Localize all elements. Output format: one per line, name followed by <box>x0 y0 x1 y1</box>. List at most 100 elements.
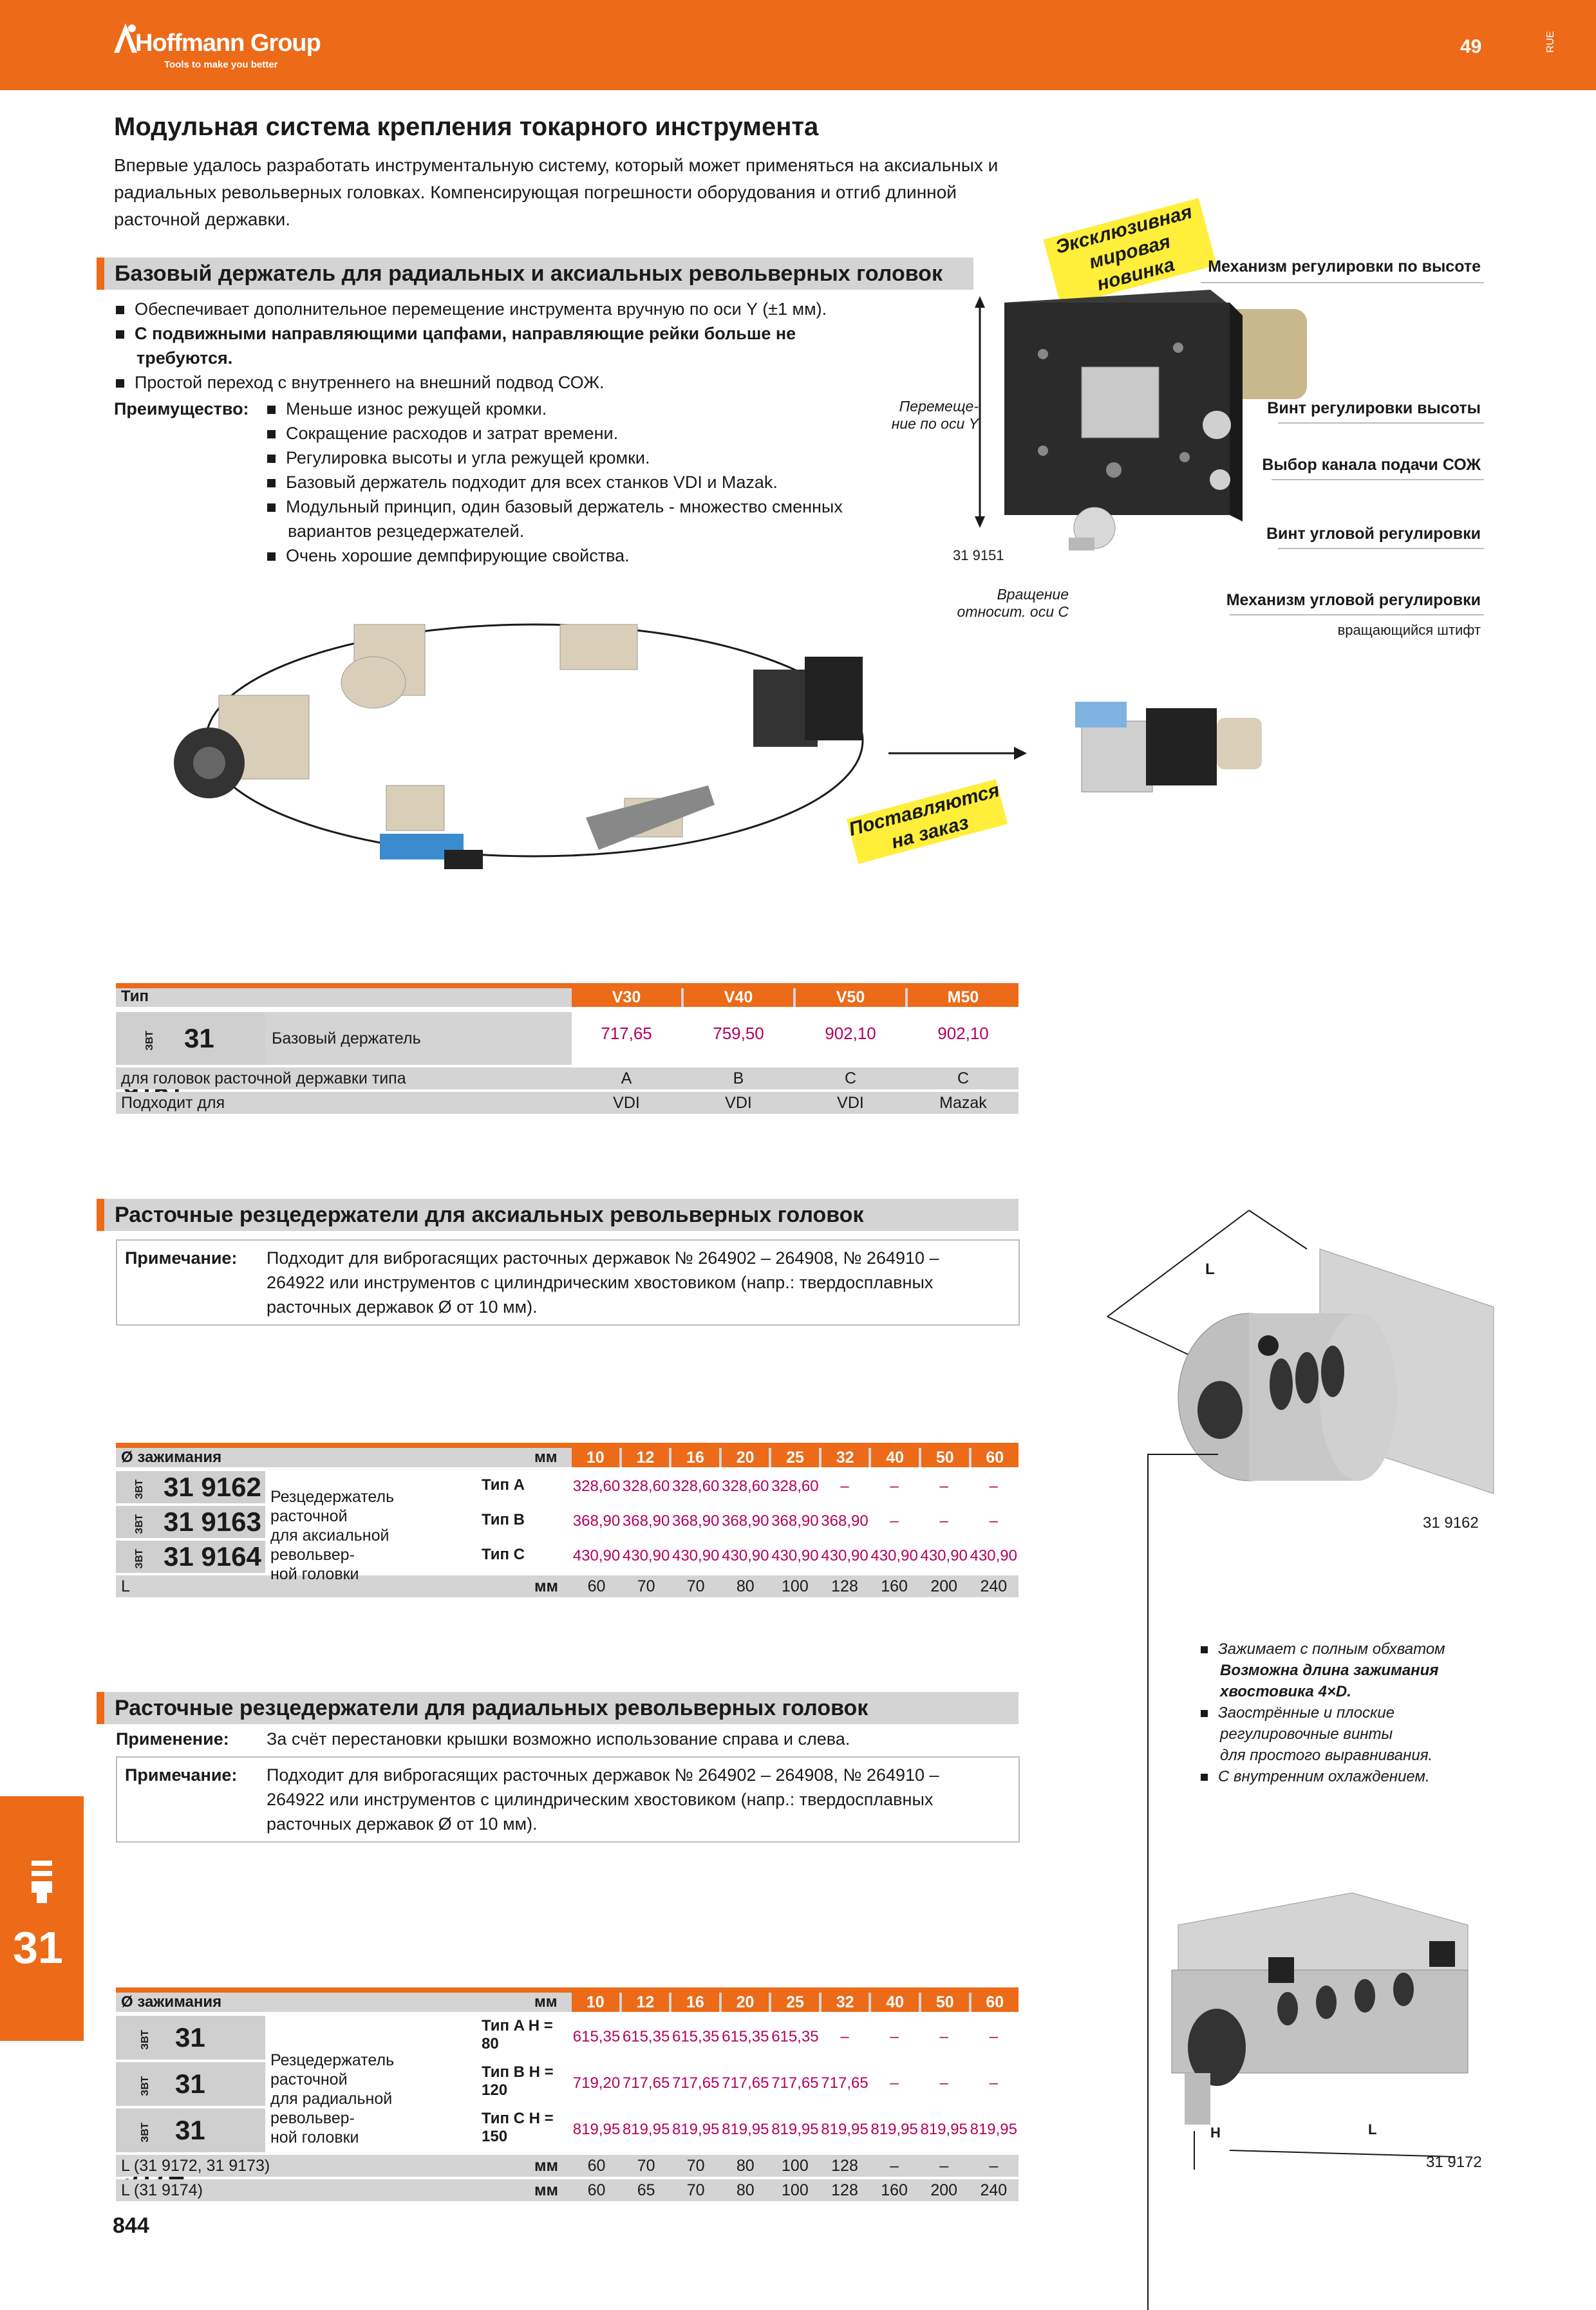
advantage-item: Сокращение расходов и затрат времени. <box>267 421 911 446</box>
price-cell: 717,65 <box>821 2074 868 2092</box>
length-value: 70 <box>686 2181 705 2199</box>
row2-v30: A <box>621 1069 632 1087</box>
price-cell: 717,65 <box>622 2074 670 2092</box>
clamp-label: Ø зажимания <box>121 1449 222 1466</box>
type-label: Тип <box>121 988 149 1005</box>
axial-holder-image <box>1107 1210 1494 1494</box>
length-value: 100 <box>782 2181 809 2199</box>
intro-line: расточной державки. <box>114 209 290 229</box>
price-cell: 717,65 <box>771 2074 819 2092</box>
callout-line <box>1201 282 1484 283</box>
price-cell: 328,60 <box>572 1478 621 1495</box>
type-label: Тип B H =120 <box>482 2063 554 2099</box>
length-value: 128 <box>831 1577 858 1595</box>
length-value: 60 <box>587 2181 606 2199</box>
row3-v40: VDI <box>725 1094 752 1112</box>
type-line: Тип A H = <box>482 2017 553 2034</box>
base-holder-image <box>975 290 1307 550</box>
price-cell: 819,95 <box>722 2121 769 2138</box>
length-value: 128 <box>831 2181 858 2199</box>
table1-row3 <box>116 1092 1019 1114</box>
price-cell: 368,90 <box>722 1512 769 1530</box>
price-v40: 759,50 <box>713 1024 764 1043</box>
price-v50: 902,10 <box>825 1024 876 1043</box>
advantage-item: вариантов резцедержателей. <box>288 521 525 541</box>
price-cell: – <box>989 1478 998 1495</box>
price-m50: 902,10 <box>937 1024 989 1043</box>
length-value: 60 <box>587 1577 606 1595</box>
unit-label: мм <box>534 1577 558 1595</box>
row2-v50: C <box>844 1069 857 1087</box>
price-cell: 430,90 <box>920 1547 968 1564</box>
row2-label: для головок расточной державки типа <box>121 1069 406 1087</box>
dim-h-label: H <box>1210 2125 1221 2141</box>
row3-label: Подходит для <box>121 1094 225 1112</box>
col-diameter-40: 40 <box>871 1448 919 1467</box>
col-diameter-20: 20 <box>721 1993 769 2012</box>
price-cell: 819,95 <box>572 2121 621 2138</box>
table3-top-rule <box>116 1987 1019 1993</box>
type-label: Тип C H =150 <box>482 2110 554 2146</box>
callout-height-mechanism: Механизм регулировки по высоте <box>1208 258 1481 276</box>
note-text: Подходит для виброгасящих расточных держ… <box>267 1248 939 1317</box>
advantage-item: Регулировка высоты и угла режущей кромки… <box>267 446 911 470</box>
article-number: 31 9164 <box>164 1541 261 1572</box>
price-cell: 719,20 <box>572 2074 621 2092</box>
price-cell: 819,95 <box>870 2121 918 2138</box>
length-value: 60 <box>587 2157 606 2175</box>
col-diameter-25: 25 <box>771 1993 819 2012</box>
language-code: RUE <box>1545 31 1556 53</box>
advantage-item: Очень хорошие демпфирующие свойства. <box>267 543 911 568</box>
length-value: – <box>939 2157 949 2175</box>
clamp-label: Ø зажимания <box>121 1993 222 2011</box>
type-line: Тип C H = <box>482 2110 554 2127</box>
price-cell: 430,90 <box>671 1547 720 1564</box>
price-cell: 819,95 <box>821 2121 868 2138</box>
intro-line: радиальных револьверных головках. Компен… <box>114 182 957 202</box>
col-diameter-16: 16 <box>671 1448 719 1467</box>
logo-icon <box>114 23 137 53</box>
price-cell: 430,90 <box>870 1547 918 1564</box>
article-number: 31 9163 <box>164 1507 261 1537</box>
price-cell: 819,95 <box>671 2121 720 2138</box>
length-label: L <box>121 1577 130 1595</box>
length-value: 160 <box>881 1577 908 1595</box>
length-value: 70 <box>686 1577 705 1595</box>
advantage-item: Меньше износ режущей кромки. <box>267 397 911 421</box>
unit-label: мм <box>534 1449 558 1466</box>
unit-label: мм <box>534 2157 558 2175</box>
chapter-number: 31 <box>13 1922 63 1973</box>
price-cell: 819,95 <box>970 2121 1017 2138</box>
unit-label: мм <box>534 1993 558 2011</box>
price-cell: 819,95 <box>622 2121 670 2138</box>
page-number: 49 <box>1460 36 1482 57</box>
price-cell: 430,90 <box>970 1547 1017 1564</box>
brand-name: Hoffmann Group <box>135 30 321 57</box>
price-cell: – <box>890 1512 899 1530</box>
section1-bullets: Обеспечивает дополнительное перемещение … <box>116 297 979 395</box>
price-v30: 717,65 <box>601 1024 652 1043</box>
price-cell: – <box>939 1512 948 1530</box>
length-value: 200 <box>930 2181 958 2199</box>
callout-line <box>1272 479 1484 480</box>
col-diameter-32: 32 <box>821 1448 869 1467</box>
length-value: 70 <box>686 2157 705 2175</box>
length-value: 100 <box>782 1577 809 1595</box>
type-label: Тип B <box>482 1511 525 1528</box>
col-diameter-12: 12 <box>621 1448 670 1467</box>
section3-heading: Расточные резцедержатели для радиальных … <box>97 1692 1019 1724</box>
price-cell: 430,90 <box>572 1547 621 1564</box>
price-cell: 819,95 <box>920 2121 968 2138</box>
col-diameter-32: 32 <box>821 1993 869 2012</box>
type-label: Тип A H =80 <box>482 2017 553 2053</box>
